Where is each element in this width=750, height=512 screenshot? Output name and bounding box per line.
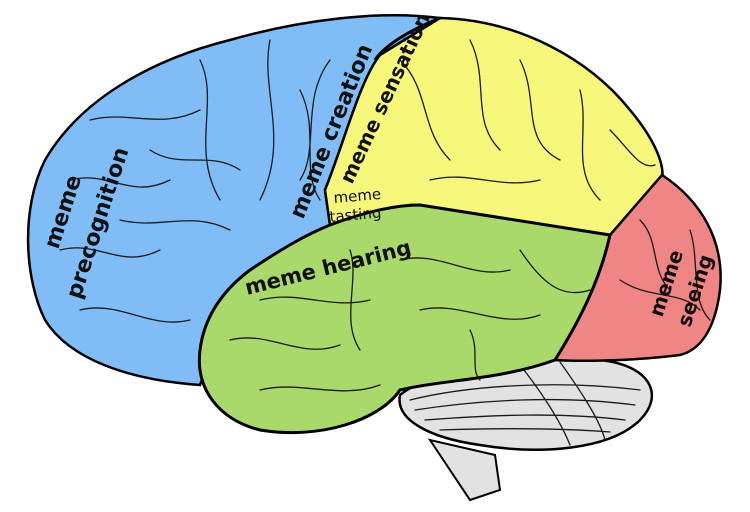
label-gustatory-line1: meme: [333, 185, 382, 207]
cerebellum: [398, 357, 653, 502]
gyri-lines: [59, 39, 711, 392]
label-gustatory-line2: tasting: [329, 204, 382, 226]
temporal-lobe: [197, 203, 612, 435]
